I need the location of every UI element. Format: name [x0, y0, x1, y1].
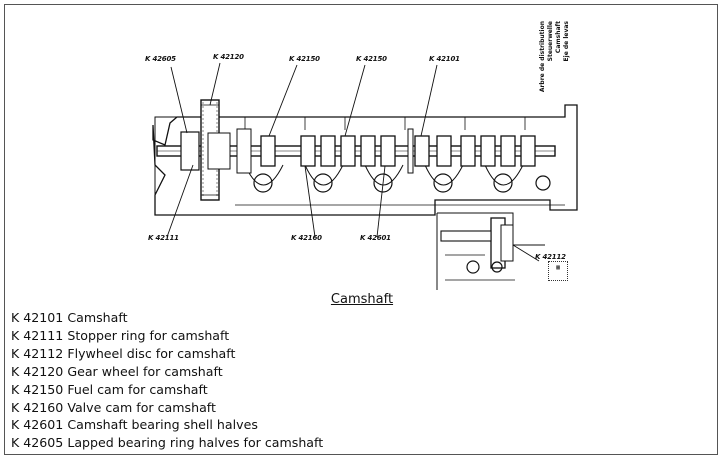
callout-k42101: K 42101 [429, 55, 460, 63]
parts-list: K 42101 Camshaft K 42111 Stopper ring fo… [11, 309, 323, 452]
title-line-en: Camshaft [555, 21, 562, 54]
part-item: K 42101 Camshaft [11, 310, 128, 325]
part-item: K 42112 Flywheel disc for camshaft [11, 345, 236, 361]
stamp-mark: ▦ [548, 261, 568, 281]
callout-k42601: K 42601 [360, 234, 391, 242]
part-item: K 42111 Stopper ring for camshaft [11, 327, 230, 343]
callout-k42150-b: K 42150 [356, 55, 387, 63]
callout-k42150-a: K 42150 [289, 55, 320, 63]
figure-caption: Camshaft [330, 292, 394, 307]
part-item: K 42120 Gear wheel for camshaft [11, 363, 223, 379]
camshaft-drawing: Arbre de distribution Steuerwelle Camsha… [5, 5, 719, 290]
document-frame: Arbre de distribution Steuerwelle Camsha… [4, 4, 718, 455]
title-line-de: Steuerwelle [547, 21, 554, 62]
camshaft-illustration [152, 62, 578, 290]
callout-k42111: K 42111 [148, 234, 179, 242]
title-line-fr: Arbre de distribution [539, 21, 546, 93]
callout-k42605: K 42605 [145, 55, 176, 63]
part-item: K 42605 Lapped bearing ring halves for c… [11, 435, 324, 451]
drawing-title-vertical: Arbre de distribution Steuerwelle Camsha… [539, 21, 571, 92]
callout-k42120: K 42120 [213, 53, 244, 61]
part-item: K 42160 Valve cam for camshaft [11, 399, 216, 415]
part-item: K 42601 Camshaft bearing shell halves [11, 417, 258, 433]
title-line-es: Eje de levas [563, 21, 570, 62]
callout-k42160: K 42160 [291, 234, 322, 242]
callout-k42112: K 42112 [535, 253, 566, 261]
part-item: K 42150 Fuel cam for camshaft [11, 381, 208, 397]
